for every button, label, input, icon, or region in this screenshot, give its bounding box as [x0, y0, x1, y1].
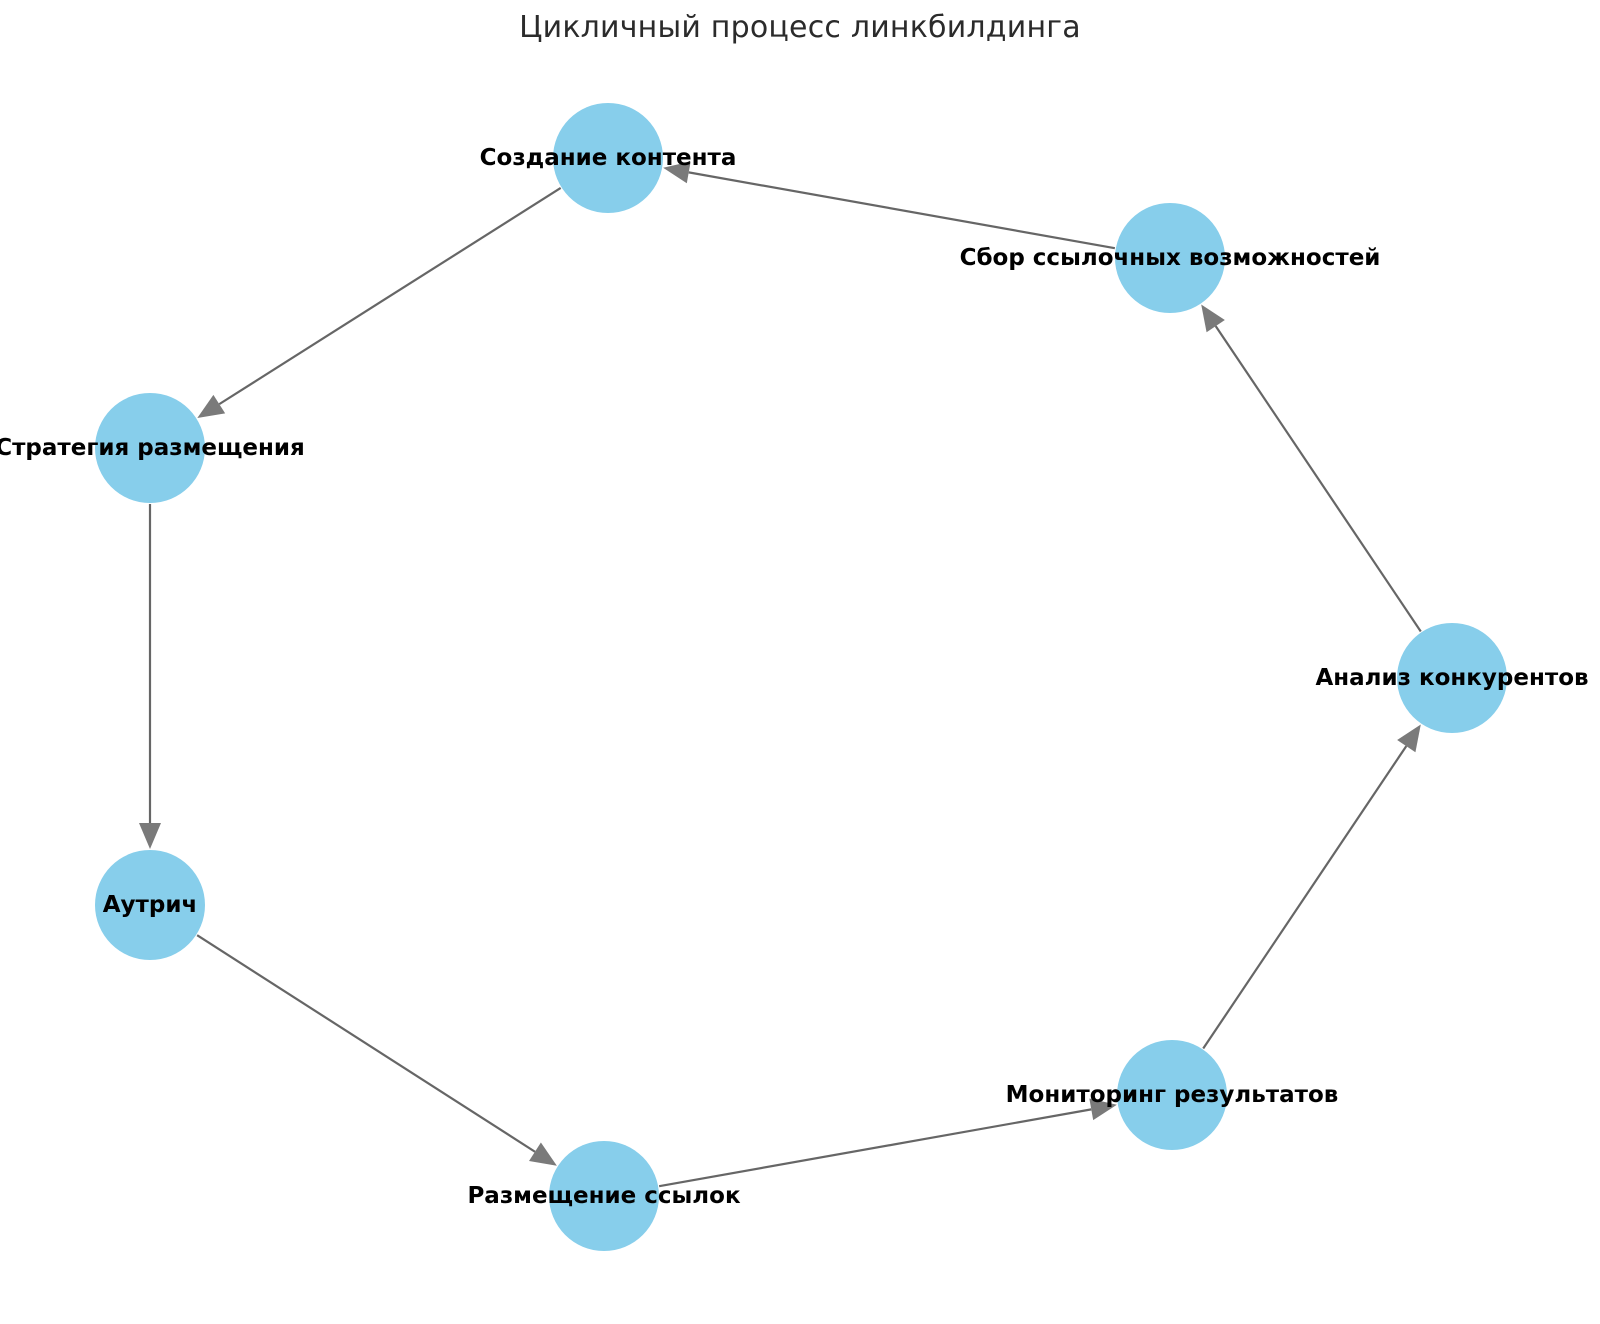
arrowhead-content-to-strategy: [197, 394, 226, 419]
arrowhead-strategy-to-outreach: [139, 823, 161, 849]
node-placement[interactable]: [549, 1141, 659, 1251]
page-title: Цикличный процесс линкбилдинга: [519, 10, 1081, 45]
node-competitors[interactable]: [1397, 623, 1507, 733]
edge-content-to-strategy: [218, 187, 562, 406]
node-strategy[interactable]: [95, 393, 205, 503]
arrowhead-placement-to-monitoring: [1089, 1098, 1117, 1121]
node-outreach[interactable]: [95, 850, 205, 960]
nodes-layer: [95, 103, 1507, 1251]
node-monitoring[interactable]: [1117, 1040, 1227, 1150]
arrowhead-competitors-to-opportunity: [1201, 304, 1225, 333]
edge-monitoring-to-competitors: [1202, 745, 1408, 1050]
edge-outreach-to-placement: [196, 934, 536, 1153]
node-opportunity[interactable]: [1115, 203, 1225, 313]
arrowhead-opportunity-to-content: [663, 161, 691, 184]
edge-placement-to-monitoring: [658, 1108, 1092, 1188]
arrowhead-monitoring-to-competitors: [1397, 724, 1421, 753]
edge-opportunity-to-content: [688, 171, 1116, 250]
edges-layer: [139, 161, 1422, 1188]
edge-competitors-to-opportunity: [1214, 325, 1422, 633]
arrowhead-outreach-to-placement: [529, 1142, 557, 1166]
node-content[interactable]: [553, 103, 663, 213]
